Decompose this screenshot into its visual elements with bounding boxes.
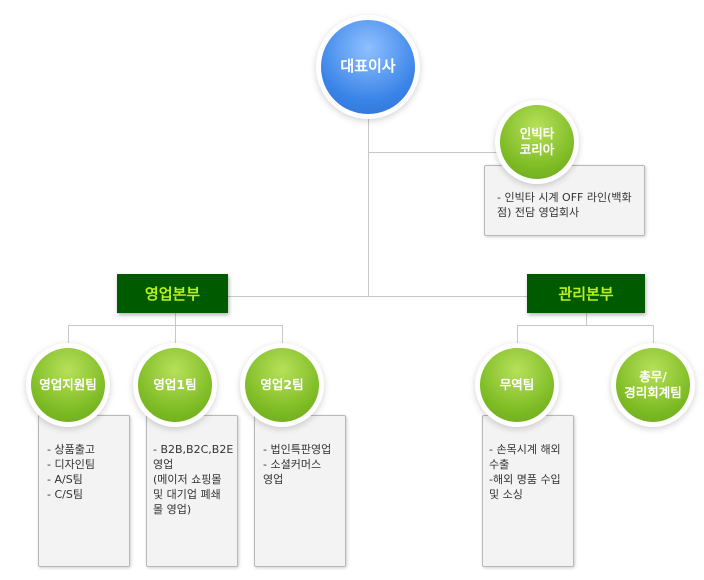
connector-line <box>368 100 369 297</box>
team-node-trade: 무역팀 <box>480 348 554 422</box>
team-desc: - B2B,B2C,B2E 영업 (메이저 쇼핑몰 및 대기업 폐쇄 몰 영업) <box>146 415 238 567</box>
team-desc: - 손목시계 해외 수출 -해외 명품 수입 및 소싱 <box>482 415 574 567</box>
connector-line <box>517 325 518 350</box>
connector-line <box>175 313 176 326</box>
connector-line <box>653 325 654 350</box>
connector-line <box>175 325 176 350</box>
affiliate-desc: - 인빅타 시계 OFF 라인(백화 점) 전담 영업회사 <box>484 165 645 236</box>
team-node-sales-2: 영업2팀 <box>245 348 319 422</box>
connector-line <box>586 313 587 326</box>
division-admin: 관리본부 <box>527 274 645 313</box>
team-desc: - 상품출고 - 디자인팀 - A/S팀 - C/S팀 <box>38 415 130 567</box>
ceo-node: 대표이사 <box>321 20 415 114</box>
team-node-general-affairs: 총무/ 경리회계팀 <box>616 348 690 422</box>
affiliate-node: 인빅타 코리아 <box>500 105 574 179</box>
connector-line <box>68 325 69 350</box>
connector-line <box>368 152 503 153</box>
connector-line <box>228 296 528 297</box>
connector-line <box>517 325 654 326</box>
team-node-sales-1: 영업1팀 <box>138 348 212 422</box>
connector-line <box>282 325 283 350</box>
team-node-sales-support: 영업지원팀 <box>31 348 105 422</box>
division-sales: 영업본부 <box>117 274 228 313</box>
team-desc: - 법인특판영업 - 소셜커머스 영업 <box>254 415 346 567</box>
